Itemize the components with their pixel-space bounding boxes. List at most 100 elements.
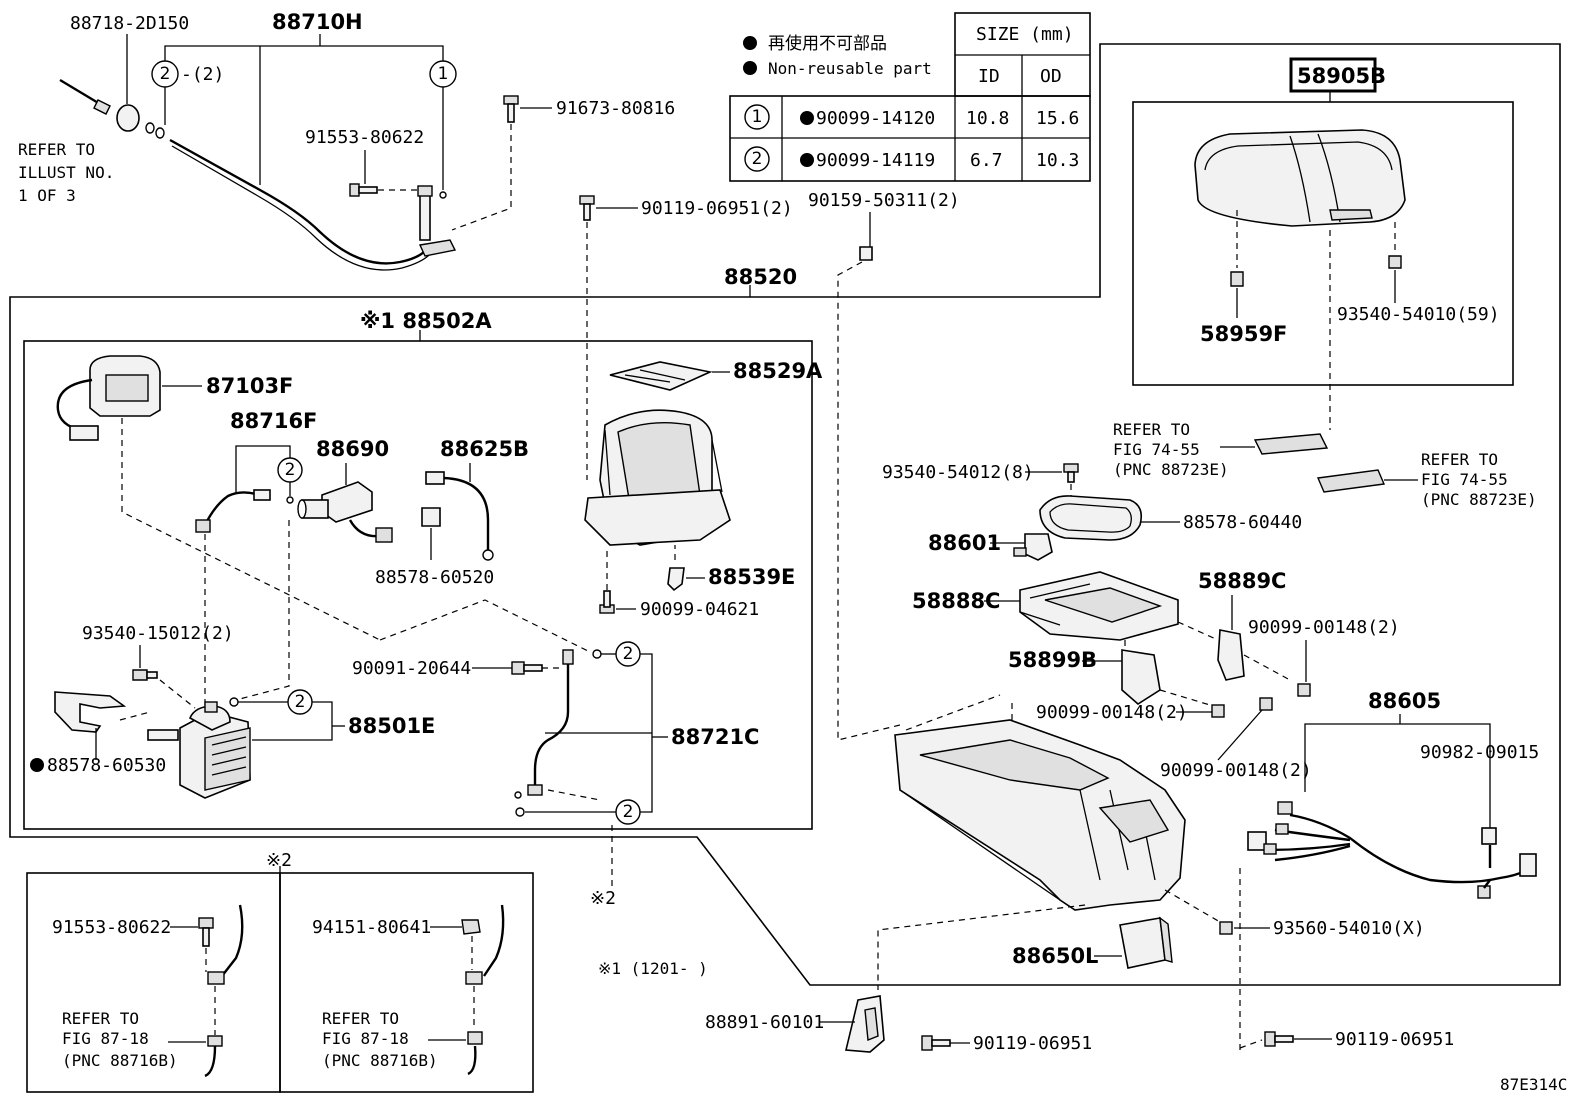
label-88539E: 88539E bbox=[708, 565, 795, 589]
svg-text:2: 2 bbox=[623, 644, 634, 664]
part-88501E: 88578-60530 2 88501E bbox=[30, 689, 435, 799]
part-88578-60440: 88578-60440 bbox=[1039, 495, 1302, 541]
frame-58905B bbox=[1132, 101, 1514, 386]
refer-illust-2: ILLUST NO. bbox=[18, 163, 114, 182]
bullet-icon bbox=[30, 758, 44, 772]
label-88891-60101: 88891-60101 bbox=[705, 1012, 824, 1033]
label-88690: 88690 bbox=[316, 437, 389, 461]
label-88650L: 88650L bbox=[1012, 944, 1098, 968]
refer-7455-b-3: (PNC 88723E) bbox=[1421, 490, 1537, 509]
svg-text:2: 2 bbox=[160, 64, 171, 84]
inset-right bbox=[279, 872, 534, 1093]
note-mark-1: ※1 (1201- ) bbox=[598, 959, 708, 978]
label-88625B: 88625B bbox=[440, 437, 529, 461]
bolt-90119-bottom-a: 90119-06951 bbox=[921, 1033, 1092, 1054]
part-88529A: 88529A bbox=[609, 359, 823, 391]
svg-text:2: 2 bbox=[285, 460, 296, 480]
part-armrest bbox=[1194, 129, 1406, 227]
label-90099-00148-a: 90099-00148(2) bbox=[1248, 617, 1400, 638]
row2-od: 10.3 bbox=[1036, 150, 1079, 171]
mark-2-upper: ※2 bbox=[266, 850, 292, 871]
row2-id: 6.7 bbox=[970, 150, 1003, 171]
clip-90159: 90159-50311(2) bbox=[808, 190, 960, 741]
id-header: ID bbox=[978, 66, 1000, 87]
label-box-58905B bbox=[1289, 57, 1377, 93]
bullet-icon bbox=[743, 36, 757, 50]
bolt-93540-15012: 93540-15012(2) bbox=[82, 623, 234, 721]
refer-7455-a-2: FIG 74-55 bbox=[1113, 440, 1200, 459]
label-88605: 88605 bbox=[1368, 689, 1441, 713]
part-88891-60101: 88891-60101 bbox=[705, 995, 885, 1053]
label-88502A: ※1 88502A bbox=[360, 309, 492, 333]
label-88716F: 88716F bbox=[230, 409, 317, 433]
label-91673-80816: 91673-80816 bbox=[556, 98, 675, 119]
label-93540-15012: 93540-15012(2) bbox=[82, 623, 234, 644]
label-91553-80622-inset: 91553-80622 bbox=[52, 917, 171, 938]
od-header: OD bbox=[1040, 66, 1062, 87]
refer-7455-b-2: FIG 74-55 bbox=[1421, 470, 1508, 489]
diagram-code: 87E314C bbox=[1500, 1075, 1567, 1094]
label-91553-80622: 91553-80622 bbox=[305, 127, 424, 148]
label-88578-60530: 88578-60530 bbox=[47, 755, 166, 776]
part-88539E: 88539E bbox=[667, 545, 795, 592]
refer-illust-1: REFER TO bbox=[18, 140, 95, 159]
label-88710H: 88710H bbox=[272, 10, 363, 34]
label-88529A: 88529A bbox=[733, 359, 823, 383]
part-87103F: 87103F bbox=[56, 355, 381, 641]
part-88690: 88690 bbox=[297, 437, 393, 543]
part-88721C: 2 88721C 2 bbox=[514, 641, 759, 888]
part-88605: 88605 90982-09015 bbox=[1247, 689, 1539, 899]
refer-8718-b-1: REFER TO bbox=[322, 1009, 399, 1028]
bullet-icon bbox=[800, 153, 814, 167]
part-58888C: 58888C bbox=[912, 571, 1179, 641]
inset-right-content: 94151-80641 REFER TO FIG 87-18 (PNC 8871… bbox=[312, 904, 505, 1076]
label-58905B: 58905B bbox=[1297, 64, 1386, 88]
screw-93540-54012: 93540-54012(8) bbox=[882, 462, 1079, 498]
label-87103F: 87103F bbox=[206, 374, 293, 398]
svg-text:2: 2 bbox=[623, 802, 634, 822]
label-88718-2D150: 88718-2D150 bbox=[70, 13, 189, 34]
pad-b bbox=[1316, 469, 1386, 493]
label-88578-60440: 88578-60440 bbox=[1183, 512, 1302, 533]
label-93540-54012: 93540-54012(8) bbox=[882, 462, 1034, 483]
part-88650L: 88650L bbox=[1012, 916, 1173, 969]
part-88601: 88601 bbox=[928, 531, 1053, 561]
label-90099-00148-c: 90099-00148(2) bbox=[1160, 760, 1312, 781]
label-90119-06951-a: 90119-06951 bbox=[973, 1033, 1092, 1054]
label-90119-06951-b: 90119-06951 bbox=[1335, 1029, 1454, 1050]
refer-8718-a-2: FIG 87-18 bbox=[62, 1029, 149, 1048]
mark-2-lower: ※2 bbox=[590, 888, 616, 909]
label-90159-50311: 90159-50311(2) bbox=[808, 190, 960, 211]
label-88520: 88520 bbox=[724, 265, 797, 289]
label-58959F: 58959F bbox=[1200, 322, 1287, 346]
row1-id: 10.8 bbox=[966, 108, 1009, 129]
label-90091-20644: 90091-20644 bbox=[352, 658, 471, 679]
label-58899B: 58899B bbox=[1008, 648, 1097, 672]
pad-a bbox=[1253, 433, 1329, 455]
label-90099-00148-b: 90099-00148(2) bbox=[1036, 702, 1188, 723]
part-cupholder bbox=[584, 409, 731, 546]
refer-7455-a-1: REFER TO bbox=[1113, 420, 1190, 439]
row2-num: 2 bbox=[752, 149, 763, 169]
screw-93560-54010: 93560-54010(X) bbox=[1164, 889, 1425, 939]
inset-left-content: 91553-80622 REFER TO FIG 87-18 (PNC 8871… bbox=[52, 904, 244, 1078]
refer-7455-b-1: REFER TO bbox=[1421, 450, 1498, 469]
part-88625B: 88625B 88578-60520 bbox=[375, 437, 529, 588]
size-header: SIZE (mm) bbox=[976, 24, 1074, 45]
bolt-90119-2: 90119-06951(2) bbox=[579, 195, 793, 480]
label-88601: 88601 bbox=[928, 531, 1001, 555]
row2-part: 90099-14119 bbox=[816, 150, 935, 171]
label-58889C: 58889C bbox=[1198, 569, 1286, 593]
part-88716F: 88716F 2 bbox=[195, 409, 317, 705]
refer-7455-a-3: (PNC 88723E) bbox=[1113, 460, 1229, 479]
frame-88502A bbox=[23, 340, 813, 830]
refer-8718-b-3: (PNC 88716B) bbox=[322, 1051, 438, 1070]
part-58899B: 58899B 90099-00148(2) 90099-00148(2) bbox=[1008, 640, 1312, 781]
label-93540-54010-59: 93540-54010(59) bbox=[1337, 304, 1500, 325]
label-90982-09015: 90982-09015 bbox=[1420, 742, 1539, 763]
refer-8718-b-2: FIG 87-18 bbox=[322, 1029, 409, 1048]
refer-8718-a-1: REFER TO bbox=[62, 1009, 139, 1028]
legend-table: 再使用不可部品 Non-reusable part SIZE (mm) ID O… bbox=[729, 12, 1091, 182]
label-88501E: 88501E bbox=[348, 714, 435, 738]
